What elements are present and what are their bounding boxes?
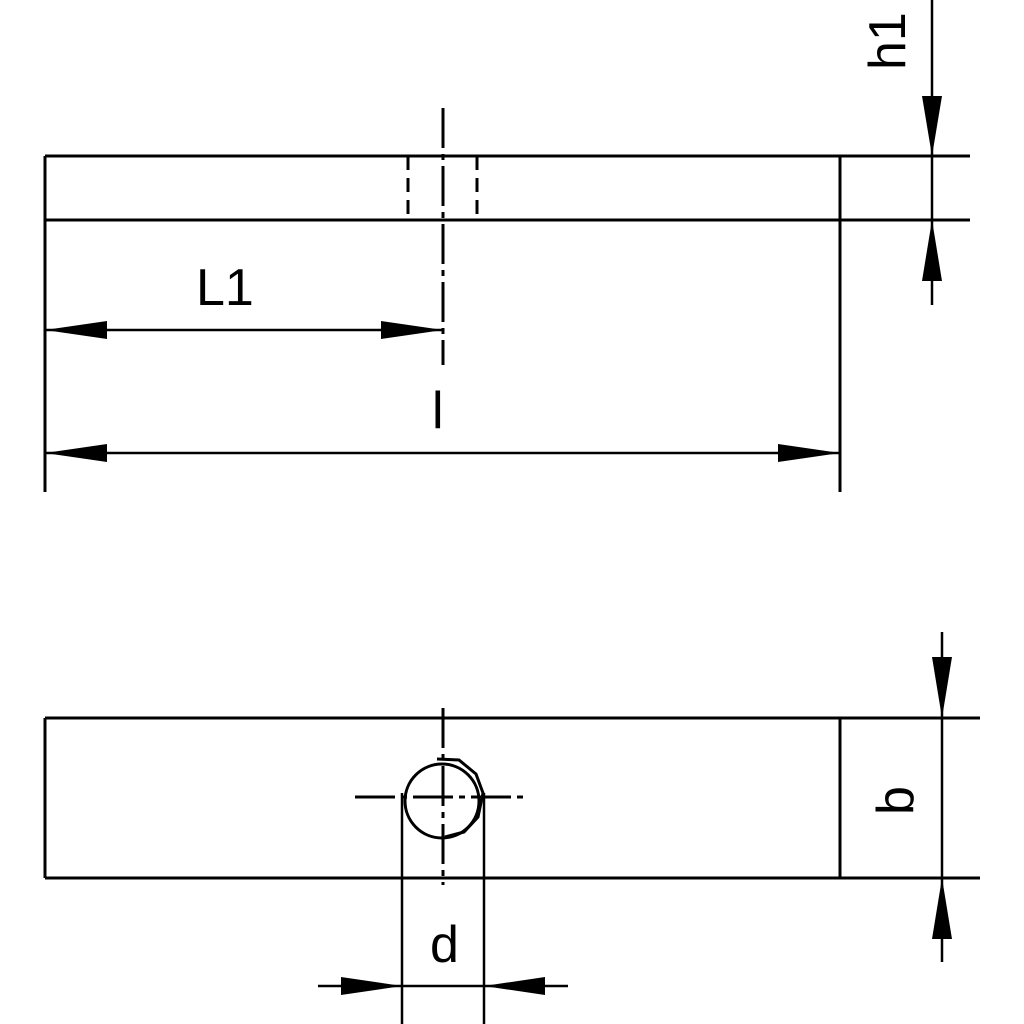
arrow-icon [45,321,107,339]
dimension-l: l [45,382,840,462]
label-h1: h1 [859,12,917,70]
arrow-icon [45,444,107,462]
arrow-icon [932,878,952,939]
arrow-icon [484,977,545,995]
label-d: d [430,916,459,974]
dimension-d: d [318,793,568,1024]
arrow-icon [932,657,952,718]
arrow-icon [922,220,942,281]
arrow-icon [341,977,402,995]
top-view: d b [43,632,980,1024]
arrow-icon [778,444,840,462]
label-b: b [867,786,925,815]
side-view: L1 l h1 [43,0,970,492]
label-l: l [432,382,444,440]
label-L1: L1 [196,259,254,317]
dimension-L1: L1 [45,259,443,339]
arrow-icon [922,96,942,156]
hole [355,708,525,885]
arrow-icon [381,321,443,339]
dimension-h1: h1 [859,0,942,305]
dimension-b: b [867,632,952,962]
